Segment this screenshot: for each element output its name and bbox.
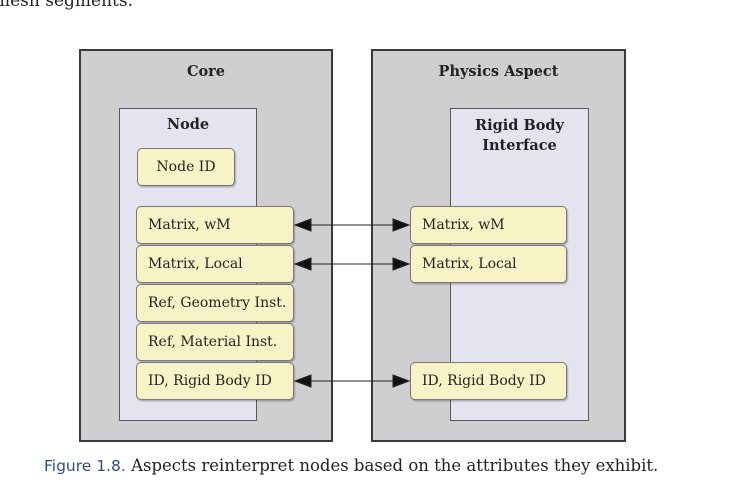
figure-caption-text: Aspects reinterpret nodes based on the a… xyxy=(131,456,659,475)
node-attribute-matrix-wm: Matrix, wM xyxy=(136,206,294,244)
connector-matrix-local xyxy=(293,257,411,271)
node-attribute-geometry-ref: Ref, Geometry Inst. xyxy=(136,284,294,322)
rigid-body-interface-title-line1: Rigid Body xyxy=(475,117,564,134)
node-attribute-matrix-local: Matrix, Local xyxy=(136,245,294,283)
interface-attribute-matrix-local: Matrix, Local xyxy=(410,245,567,283)
figure-label: Figure 1.8. xyxy=(44,457,126,475)
connector-matrix-wm xyxy=(293,218,411,232)
node-attribute-rigid-body-id: ID, Rigid Body ID xyxy=(136,362,294,400)
node-attribute-material-ref: Ref, Material Inst. xyxy=(136,323,294,361)
connector-rigid-body-id xyxy=(293,374,411,388)
node-title: Node xyxy=(166,116,210,133)
node-id-attribute: Node ID xyxy=(137,148,235,186)
figure-caption: Figure 1.8. Aspects reinterpret nodes ba… xyxy=(44,456,658,475)
interface-attribute-rigid-body-id: ID, Rigid Body ID xyxy=(410,362,567,400)
interface-attribute-matrix-wm: Matrix, wM xyxy=(410,206,567,244)
core-title: Core xyxy=(186,63,226,80)
preceding-text-fragment: mesh segments. xyxy=(0,0,134,11)
physics-aspect-title: Physics Aspect xyxy=(438,63,559,80)
rigid-body-interface-title-line2: Interface xyxy=(482,137,557,154)
